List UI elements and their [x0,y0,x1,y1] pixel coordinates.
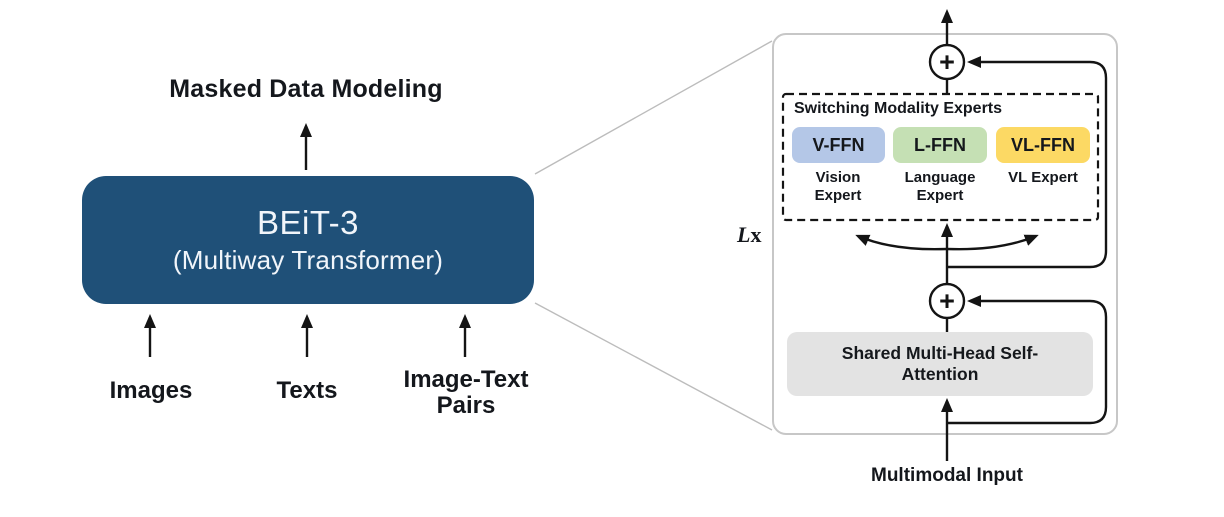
model-box: BEiT-3 (Multiway Transformer) [82,176,534,304]
vl-ffn-box: VL-FFN [996,127,1090,163]
vision-expert-label: Vision Expert [814,169,862,205]
switching-experts-title: Switching Modality Experts [794,100,1003,117]
switch-arrow-left [855,234,948,251]
model-subtitle: (Multiway Transformer) [172,245,444,275]
multimodal-input-label: Multimodal Input [871,465,1023,486]
zoom-connector-top [534,40,773,175]
plus-icon-lower: + [939,286,955,316]
add-circle-lower [928,282,966,320]
switching-experts-dashed-box [781,92,1100,222]
l-ffn-box: L-FFN [893,127,987,163]
add-circle-upper [928,43,966,81]
shared-attention-box: Shared Multi-Head Self-Attention [787,332,1093,396]
residual-line-lower [947,295,1108,425]
input-label-texts: Texts [276,377,338,404]
layer-count-multiplier: L [737,222,751,247]
v-ffn-box: V-FFN [792,127,885,163]
model-name: BEiT-3 [256,204,360,241]
zoom-connector-bottom [534,302,773,431]
vl-expert-label: VL Expert [1008,169,1078,186]
residual-line-upper [947,56,1108,269]
language-expert-label: Language Expert [904,169,976,205]
plus-icon-upper: + [939,47,955,77]
shared-attention-label: Shared Multi-Head Self-Attention [841,342,1039,384]
figure-title: Masked Data Modeling [169,75,443,103]
input-label-image-text-pairs: Image-Text Pairs [403,366,529,420]
zoom-connector-lines [534,40,773,431]
layer-count-label: Lx [706,222,762,248]
layer-count-suffix: x [750,222,762,247]
input-label-images: Images [109,377,193,404]
switch-arrow-right [946,234,1039,251]
